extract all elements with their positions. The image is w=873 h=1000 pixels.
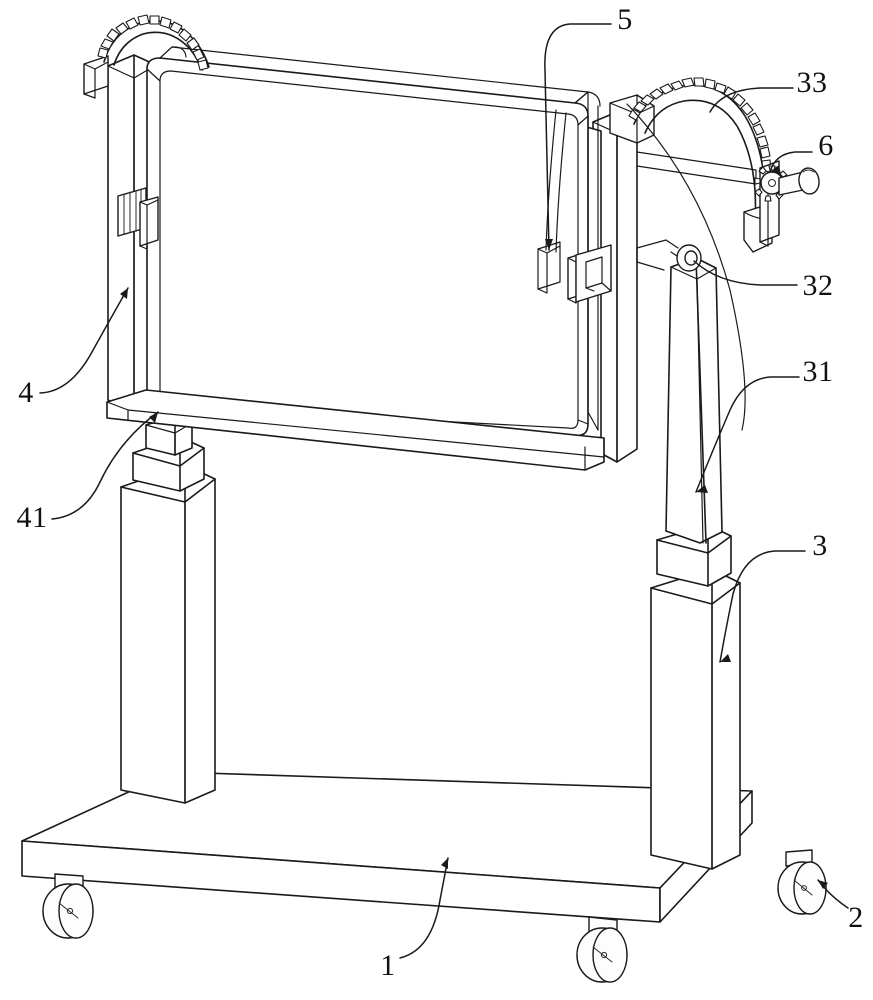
ref-label-2: 2 bbox=[848, 901, 864, 934]
leader-33 bbox=[709, 87, 794, 113]
whiteboard-panel bbox=[146, 46, 602, 451]
ref-label-1: 1 bbox=[380, 949, 396, 982]
leader-31 bbox=[695, 376, 800, 493]
base-plate bbox=[21, 771, 753, 923]
ref-label-32: 32 bbox=[803, 269, 834, 302]
leader-6 bbox=[769, 151, 813, 174]
ref-label-31: 31 bbox=[803, 355, 834, 388]
leader-3 bbox=[719, 550, 806, 663]
ref-label-5: 5 bbox=[617, 3, 633, 36]
left-telescoping-column bbox=[120, 415, 216, 804]
ref-label-41: 41 bbox=[17, 501, 48, 534]
upper-cross-rail bbox=[636, 151, 757, 185]
caster-wheel bbox=[42, 873, 94, 939]
caster-wheel bbox=[576, 916, 628, 983]
clamp-block-5 bbox=[537, 241, 612, 304]
board-side-strap bbox=[545, 109, 567, 253]
ref-label-33: 33 bbox=[797, 66, 828, 99]
adjustment-knob[interactable] bbox=[754, 160, 821, 247]
arm-pivot-bracket bbox=[636, 239, 679, 271]
ref-label-6: 6 bbox=[818, 129, 834, 162]
caster-wheel bbox=[777, 849, 827, 915]
leader-5 bbox=[544, 23, 612, 251]
right-telescoping-column bbox=[650, 257, 741, 870]
leader-32 bbox=[693, 260, 798, 286]
ref-label-3: 3 bbox=[812, 529, 828, 562]
right-frame-post bbox=[592, 94, 655, 463]
ref-label-4: 4 bbox=[18, 376, 34, 409]
leader-1 bbox=[399, 857, 449, 959]
pen-tray-ledge bbox=[106, 389, 605, 471]
leader-4 bbox=[39, 287, 129, 394]
left-clamp-block bbox=[117, 187, 159, 250]
tilt-path-curve bbox=[626, 103, 746, 431]
toothed-arc-rack-left bbox=[97, 14, 210, 71]
leader-41 bbox=[51, 411, 159, 520]
leader-2 bbox=[817, 879, 849, 909]
